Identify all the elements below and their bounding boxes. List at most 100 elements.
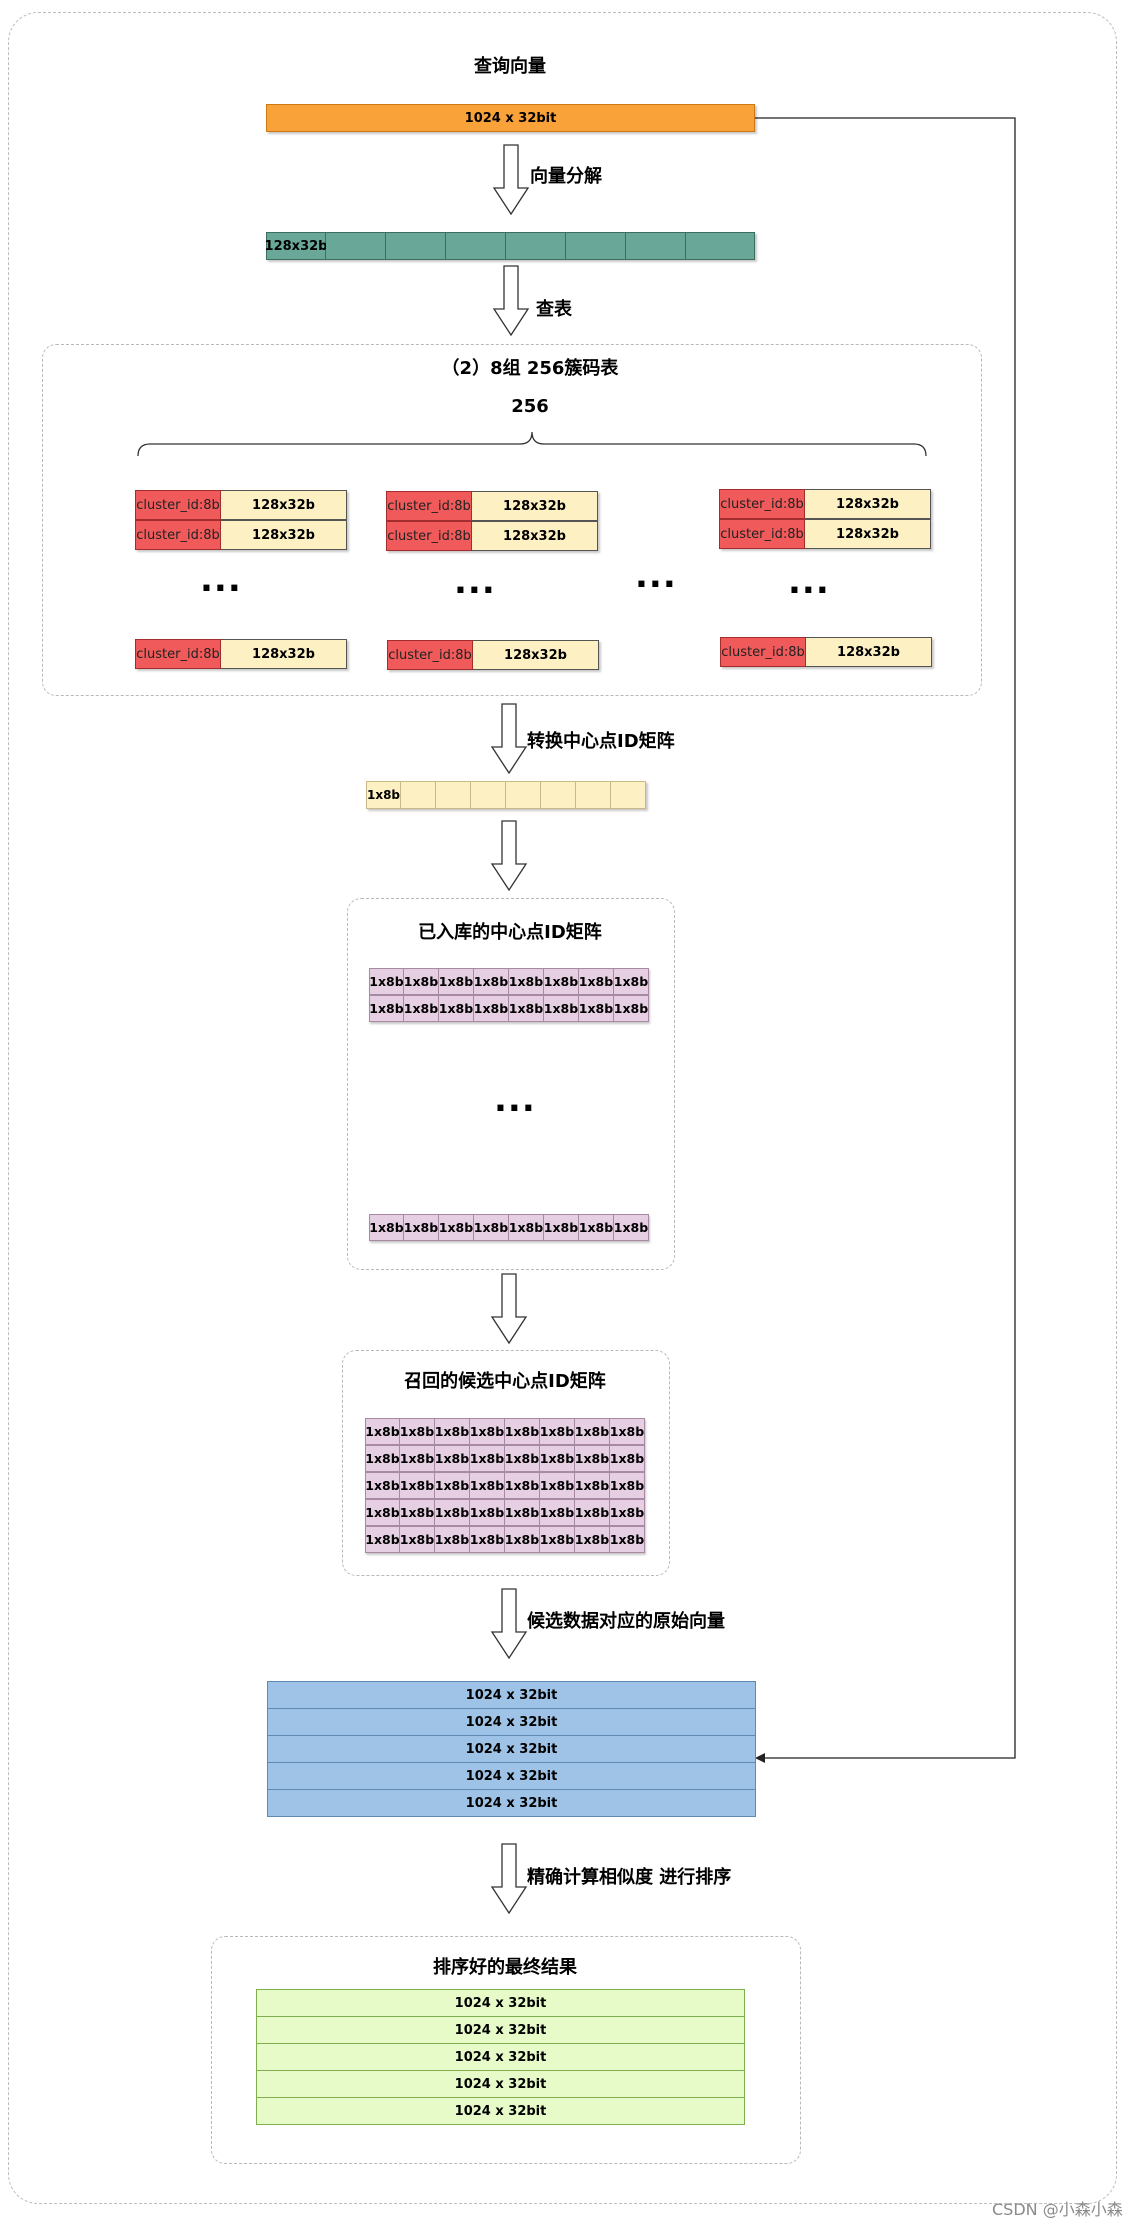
cluster-id-cell: cluster_id:8b [719,489,805,519]
split-cell [626,232,686,260]
cluster-id-cell: cluster_id:8b [386,521,472,551]
cluster-id-cell: cluster_id:8b [135,490,221,520]
id-matrix-cell: 1x8b [505,1499,540,1526]
cluster-id-cell: cluster_id:8b [135,520,221,550]
cluster-id-cell: cluster_id:8b [719,519,805,549]
id-matrix-cell: 1x8b [540,1445,575,1472]
split-cell [386,232,446,260]
id-matrix-cell: 1x8b [400,1499,435,1526]
id-matrix-cell: 1x8b [540,1526,575,1553]
codebook-title: （2）8组 256簇码表 [441,358,619,379]
id-matrix-cell: 1x8b [404,1214,439,1241]
codebook-entry: cluster_id:8b 128x32b [135,490,347,520]
id-matrix-cell: 1x8b [505,1418,540,1445]
id-vector-cell [401,781,436,809]
recalled-matrix-group [342,1350,670,1576]
id-matrix-cell: 1x8b [365,1472,400,1499]
id-matrix-cell: 1x8b [435,1418,470,1445]
split-cell [326,232,386,260]
codebook-ellipsis-middle: ... [635,556,677,596]
step-label-decompose: 向量分解 [530,166,602,187]
codebook-ellipsis: ... [200,560,242,600]
id-matrix-cell: 1x8b [575,1445,610,1472]
id-matrix-cell: 1x8b [540,1472,575,1499]
id-vector-cell [436,781,471,809]
id-matrix-cell: 1x8b [610,1445,645,1472]
codebook-entry: cluster_id:8b 128x32b [135,639,347,669]
id-matrix-cell: 1x8b [575,1418,610,1445]
id-matrix-cell: 1x8b [435,1472,470,1499]
codebook-vector-cell: 128x32b [221,520,347,550]
codebook-vector-cell: 128x32b [472,491,598,521]
id-matrix-cell: 1x8b [470,1445,505,1472]
watermark: CSDN @小森小森 [992,2200,1123,2219]
id-matrix-cell: 1x8b [614,968,649,995]
split-cell [566,232,626,260]
id-matrix-cell: 1x8b [470,1499,505,1526]
query-vector-bar: 1024 x 32bit [266,104,755,132]
id-matrix-cell: 1x8b [400,1418,435,1445]
id-matrix-cell: 1x8b [610,1418,645,1445]
cluster-id-cell: cluster_id:8b [135,639,221,669]
id-matrix-cell: 1x8b [470,1418,505,1445]
candidate-vector-bar: 1024 x 32bit [267,1762,756,1790]
down-arrow-lookup [492,265,530,337]
final-result-group [211,1936,801,2164]
id-matrix-cell: 1x8b [614,1214,649,1241]
recalled-matrix-title: 召回的候选中心点ID矩阵 [404,1371,606,1392]
id-matrix-cell: 1x8b [435,1499,470,1526]
candidate-vector-bar: 1024 x 32bit [267,1708,756,1736]
id-matrix-cell: 1x8b [369,968,404,995]
id-matrix-cell: 1x8b [439,968,474,995]
id-vector: 1x8b [366,781,646,809]
codebook-brace [137,431,927,457]
step-label-rank: 精确计算相似度 进行排序 [527,1867,732,1888]
id-vector-cell: 1x8b [366,781,401,809]
final-result-bar: 1024 x 32bit [256,2043,745,2071]
id-matrix-cell: 1x8b [474,995,509,1022]
id-matrix-cell: 1x8b [505,1445,540,1472]
id-vector-cell [471,781,506,809]
id-matrix-cell: 1x8b [505,1472,540,1499]
id-matrix-cell: 1x8b [474,968,509,995]
id-matrix-cell: 1x8b [435,1526,470,1553]
id-matrix-cell: 1x8b [365,1418,400,1445]
down-arrow-convert [490,703,528,775]
query-title: 查询向量 [474,56,546,77]
id-matrix-cell: 1x8b [575,1472,610,1499]
down-arrow-to-recalled [490,1273,528,1345]
candidate-vector-bar: 1024 x 32bit [267,1681,756,1709]
cluster-id-cell: cluster_id:8b [720,637,806,667]
id-matrix-cell: 1x8b [579,995,614,1022]
id-vector-cell [611,781,646,809]
id-vector-cell [541,781,576,809]
id-matrix-cell: 1x8b [439,995,474,1022]
codebook-vector-cell: 128x32b [805,489,931,519]
codebook-entry: cluster_id:8b 128x32b [719,489,931,519]
codebook-vector-cell: 128x32b [805,519,931,549]
codebook-ellipsis: ... [454,562,496,602]
step-label-convert: 转换中心点ID矩阵 [527,731,675,752]
id-matrix-cell: 1x8b [540,1499,575,1526]
id-vector-cell [576,781,611,809]
codebook-entry: cluster_id:8b 128x32b [387,640,599,670]
down-arrow-to-stored [490,820,528,892]
stored-matrix-group [347,898,675,1270]
step-label-candidates: 候选数据对应的原始向量 [527,1611,725,1632]
final-result-title: 排序好的最终结果 [433,1957,577,1978]
codebook-count: 256 [511,396,549,417]
stored-matrix-ellipsis: ... [494,1080,536,1120]
step-label-lookup: 查表 [536,299,572,320]
id-matrix-cell: 1x8b [579,968,614,995]
final-result-bar: 1024 x 32bit [256,2070,745,2098]
id-matrix-cell: 1x8b [404,968,439,995]
split-cell: 128x32b [265,232,327,260]
codebook-vector-cell: 128x32b [221,490,347,520]
id-matrix-cell: 1x8b [365,1499,400,1526]
